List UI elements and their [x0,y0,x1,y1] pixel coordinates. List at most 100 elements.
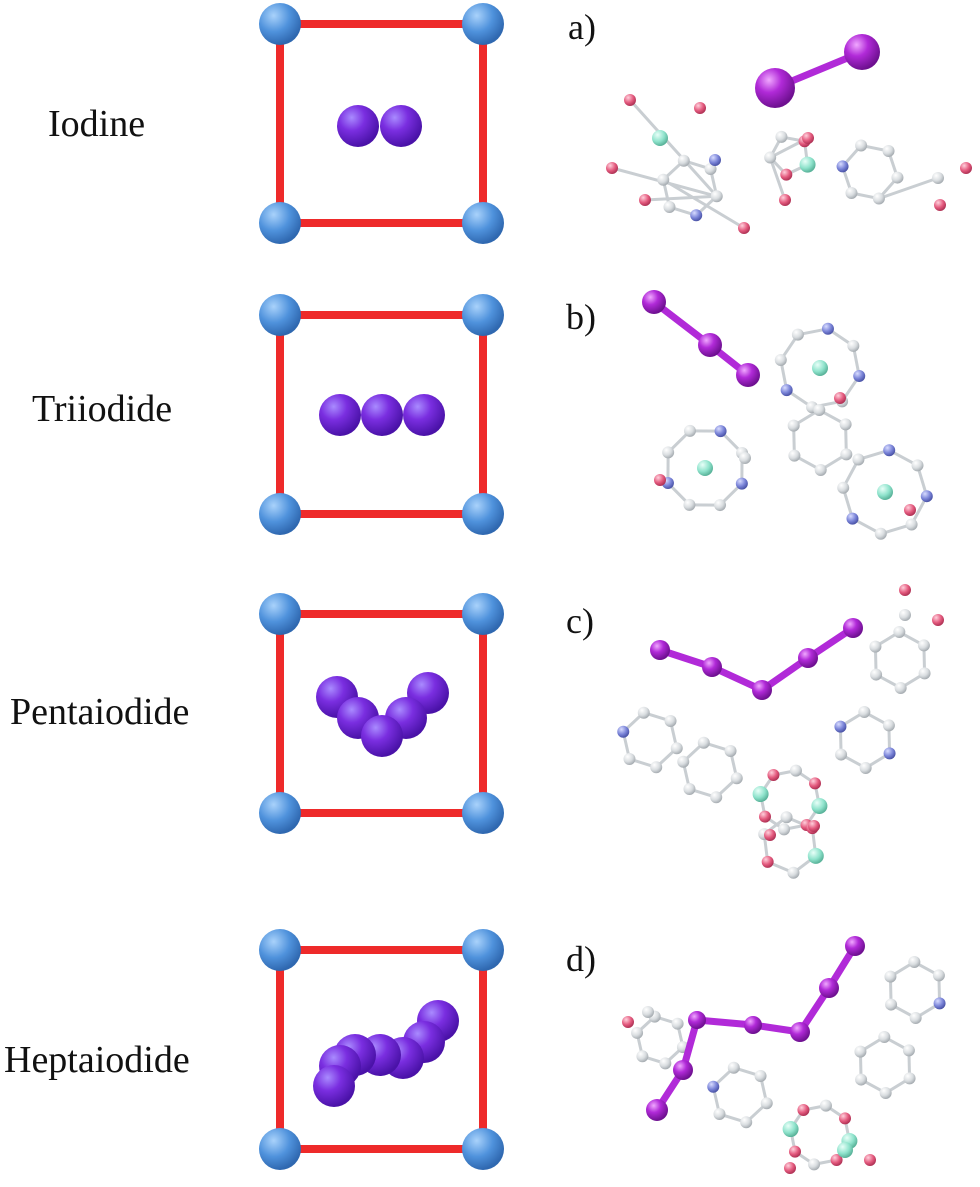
carbon-atom [724,744,737,757]
cage-4 [259,929,504,1170]
nitrogen-atom [834,720,847,733]
cage-node [462,493,504,535]
carbon-atom [636,1050,649,1063]
oxygen-atom [808,820,820,832]
carbon-atom [882,145,895,158]
carbon-atom [670,742,683,755]
carbon-atom [882,719,895,732]
carbon-atom [754,1069,767,1082]
carbon-atom [813,404,826,417]
oxygen-atom [802,132,814,144]
carbon-atom [650,761,663,774]
carbon-atom [791,328,804,341]
nitrogen-atom [735,477,748,490]
carbon-atom [819,1099,832,1112]
iodine-chain-4 [646,936,865,1121]
iodine-chain-2 [642,290,760,387]
cage-node [259,792,301,834]
framework-a [606,94,972,234]
cage-node [462,792,504,834]
carbon-atom [932,172,944,184]
iodine-atom [798,648,818,668]
carbon-atom [623,753,636,766]
carbon-atom [837,481,850,494]
oxygen-atom [809,777,822,790]
nitrogen-atom [709,154,721,166]
label-iodine: Iodine [48,103,146,145]
carbon-atom [814,463,827,476]
carbon-atom [631,1026,644,1039]
cage-node [462,294,504,336]
iodine-atom [698,333,722,357]
oxygen-atom [932,614,944,626]
cage-2 [259,294,504,535]
panel-letter-d: d) [566,939,596,979]
oxygen-atom [934,199,946,211]
metal-atom [877,484,893,500]
iodine-chain-group [642,34,880,1121]
iodine-atom [380,105,422,147]
framework-d [622,956,946,1174]
iodine-atom [642,290,666,314]
iodine-atom [752,680,772,700]
iodine-atom [819,978,839,998]
iodine-atom [361,715,403,757]
carbon-atom [775,130,788,143]
bond [768,157,787,201]
oxygen-atom [899,584,911,596]
carbon-atom [677,154,690,167]
carbon-atom [663,201,676,214]
metal-atom [782,1121,799,1138]
carbon-atom [787,866,800,879]
iodine-bond [693,1016,757,1029]
carbon-atom [847,339,860,352]
panel-letter-c: c) [566,601,594,641]
nitrogen-atom [933,997,946,1010]
carbon-atom [855,139,868,152]
carbon-atom [893,626,906,639]
nitrogen-atom [780,384,793,397]
iodine-atom [646,1099,668,1121]
carbon-atom [789,764,802,777]
carbon-atom [764,151,777,164]
iodine-atom [313,1065,355,1107]
cage-node [259,593,301,635]
iodine-atom [702,657,722,677]
carbon-atom [908,956,921,969]
bond [662,178,745,230]
carbon-atom [870,668,883,681]
iodine-atom [790,1022,810,1042]
oxygen-atom [606,162,618,174]
oxygen-atom [654,474,666,486]
cage-node [462,593,504,635]
cage-1 [259,3,504,244]
carbon-atom [774,354,787,367]
metal-atom [652,130,668,146]
iodine-atom [843,618,863,638]
carbon-atom [840,448,853,461]
carbon-atom [704,162,717,175]
carbon-atom [902,1044,915,1057]
carbon-atom [637,706,650,719]
iodine-atom [650,640,670,660]
carbon-atom [845,186,858,199]
carbon-atom [739,452,751,464]
oxygen-atom [624,94,636,106]
iodine-guest-3 [316,672,449,757]
carbon-atom [917,639,930,652]
nitrogen-atom [617,725,630,738]
carbon-atom [885,998,898,1011]
metal-atom [752,786,769,803]
carbon-atom [839,418,852,431]
carbon-atom [778,823,791,836]
carbon-atom [874,527,887,540]
guest-group [313,105,459,1107]
carbon-atom [911,459,924,472]
framework-group [606,94,972,1174]
oxygen-atom [761,855,774,868]
oxygen-atom [764,829,776,841]
carbon-atom [659,1057,672,1070]
carbon-atom [855,1073,868,1086]
